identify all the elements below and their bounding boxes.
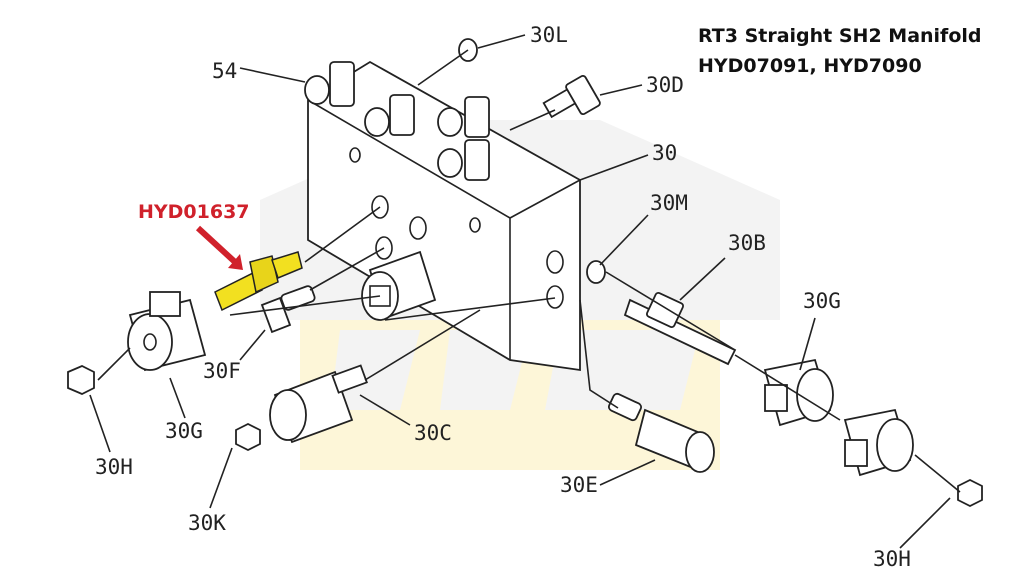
manifold-block-30 (307, 60, 581, 372)
washer-30M (586, 260, 606, 284)
callout-30K: 30K (188, 511, 226, 535)
callout-30F: 30F (203, 359, 241, 383)
callout-30H-right: 30H (873, 547, 911, 571)
callout-30: 30 (652, 141, 677, 165)
highlight-label: HYD01637 (138, 201, 250, 223)
callout-54: 54 (212, 59, 237, 83)
callout-30D: 30D (646, 73, 684, 97)
coil-30G-left (127, 291, 207, 372)
highlighted-part-HYD01637 (214, 251, 303, 312)
nut-30H-left (67, 365, 95, 395)
elbow-fittings-54 (304, 61, 490, 181)
valve-30F (260, 285, 316, 334)
valve-30E (608, 392, 715, 473)
nut-30H-right (957, 478, 983, 508)
nut-30K (235, 422, 261, 452)
leader-lines (89, 34, 961, 549)
callout-30C: 30C (414, 421, 452, 445)
title-line-1: RT3 Straight SH2 Manifold (698, 25, 982, 47)
coil-30G-right (763, 358, 914, 477)
plug-30D (542, 74, 601, 119)
callout-30E: 30E (560, 473, 598, 497)
solenoid-coil-center (361, 250, 437, 321)
callout-30H-left: 30H (95, 455, 133, 479)
arrow-icon (195, 225, 238, 265)
callout-30G-left: 30G (165, 419, 203, 443)
callout-30G-right: 30G (803, 289, 841, 313)
callout-30M: 30M (650, 191, 688, 215)
title-line-2: HYD07091, HYD7090 (698, 55, 922, 77)
callout-30B: 30B (728, 231, 766, 255)
callout-30L: 30L (530, 23, 568, 47)
solenoid-30C (269, 364, 368, 444)
arrow-head-icon (228, 254, 243, 270)
